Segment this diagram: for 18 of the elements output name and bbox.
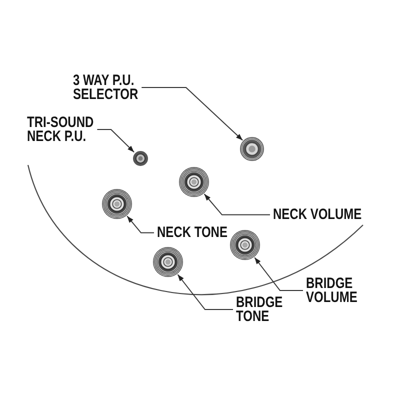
callout-label: BRIDGE TONE <box>236 296 284 323</box>
leader-line <box>141 87 244 141</box>
knob-icon <box>240 137 264 161</box>
callout-label: 3 WAY P.U. SELECTOR <box>73 74 139 101</box>
knob-icon <box>153 247 183 277</box>
leader-line <box>204 194 270 216</box>
knob-icon <box>102 189 132 219</box>
callout-label: NECK TONE <box>157 226 228 240</box>
knob-icon <box>179 167 209 197</box>
leader-line <box>254 257 304 291</box>
callout-label: BRIDGE VOLUME <box>306 277 358 304</box>
leader-line <box>96 129 135 153</box>
leader-line <box>126 216 154 234</box>
knob-icon <box>230 230 260 260</box>
callout-label: NECK VOLUME <box>273 208 363 222</box>
leader-line <box>177 274 234 310</box>
knob-icon <box>132 150 148 166</box>
callout-label: TRI-SOUND NECK P.U. <box>27 116 94 143</box>
